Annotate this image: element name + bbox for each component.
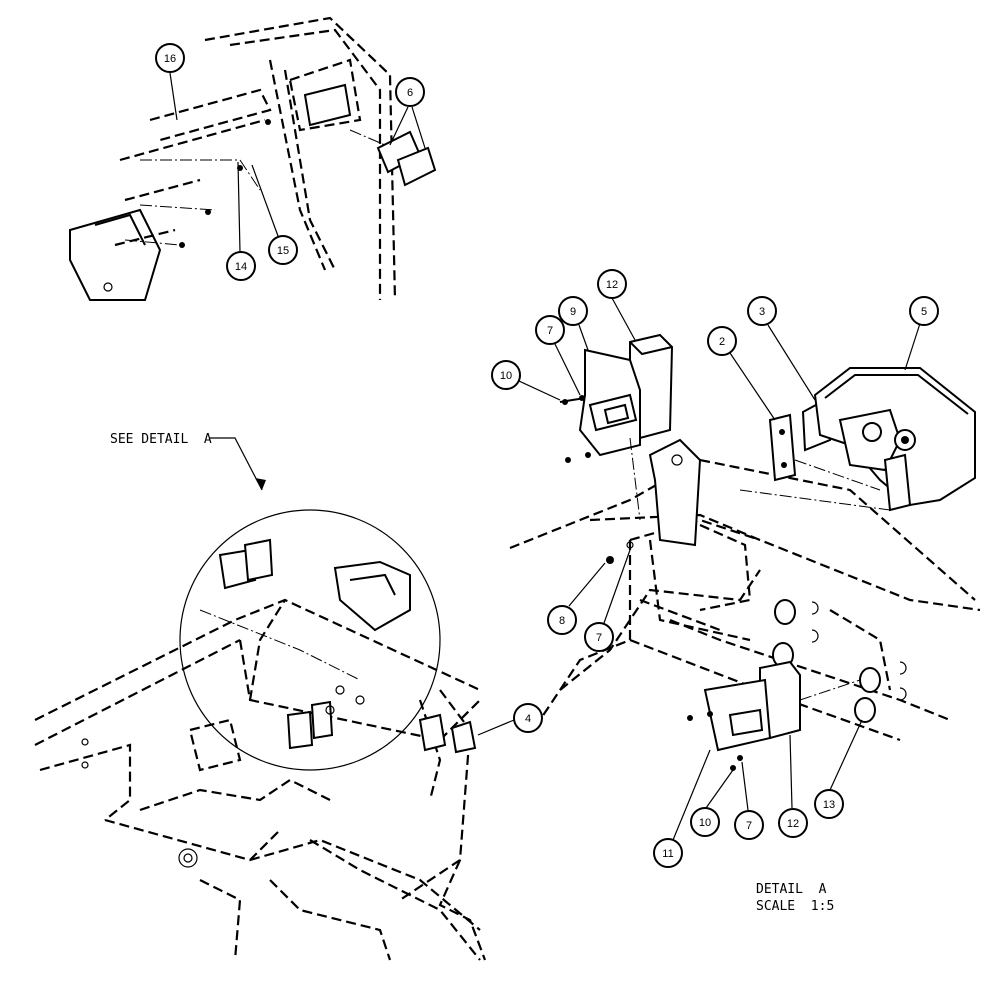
callout-16: 16 — [155, 43, 185, 73]
callout-3: 3 — [747, 296, 777, 326]
callout-2: 2 — [707, 326, 737, 356]
svg-text:12: 12 — [787, 818, 799, 830]
callout-13: 13 — [814, 789, 844, 819]
bottom-left-view — [34, 437, 487, 961]
svg-text:10: 10 — [500, 370, 512, 382]
svg-text:7: 7 — [596, 632, 602, 644]
callout-10-bottom: 10 — [690, 807, 720, 837]
svg-text:7: 7 — [547, 325, 553, 337]
callout-5: 5 — [909, 296, 939, 326]
callout-9: 9 — [558, 296, 588, 326]
callout-7-top: 7 — [535, 315, 565, 345]
callout-12-top: 12 — [597, 269, 627, 299]
part-6-lens — [376, 130, 437, 187]
callout-7-mid: 7 — [584, 622, 614, 652]
svg-text:15: 15 — [277, 245, 289, 257]
top-left-view — [69, 16, 437, 301]
callout-11: 11 — [653, 838, 683, 868]
detail-scale: SCALE 1:5 — [756, 899, 834, 914]
detail-a-view — [509, 333, 981, 771]
svg-text:5: 5 — [921, 306, 927, 318]
svg-text:10: 10 — [699, 817, 711, 829]
see-detail-label: SEE DETAIL A — [110, 432, 212, 447]
detail-a-circle — [179, 509, 441, 771]
svg-text:4: 4 — [525, 713, 531, 725]
svg-text:3: 3 — [759, 306, 765, 318]
part-5-lamp — [813, 367, 976, 512]
svg-text:8: 8 — [559, 615, 565, 627]
part-9-bracket — [578, 348, 641, 457]
svg-text:9: 9 — [570, 306, 576, 318]
svg-text:6: 6 — [407, 87, 413, 99]
svg-text:2: 2 — [719, 336, 725, 348]
svg-text:11: 11 — [662, 848, 673, 860]
callout-15: 15 — [268, 235, 298, 265]
callout-6: 6 — [395, 77, 425, 107]
callout-10-top: 10 — [491, 360, 521, 390]
svg-text:7: 7 — [746, 820, 752, 832]
svg-text:16: 16 — [164, 53, 176, 65]
callout-4: 4 — [513, 703, 543, 733]
callout-7-bottom: 7 — [734, 810, 764, 840]
callout-8: 8 — [547, 605, 577, 635]
callout-14: 14 — [226, 251, 256, 281]
part-13-plugs — [772, 599, 907, 723]
detail-title: DETAIL A — [756, 882, 827, 897]
svg-text:13: 13 — [823, 799, 835, 811]
svg-text:14: 14 — [235, 261, 247, 273]
part-2-plate — [768, 413, 797, 482]
callouts: 16 6 14 15 12 9 7 10 3 2 5 8 7 4 11 10 7… — [155, 43, 939, 868]
svg-text:12: 12 — [606, 279, 618, 291]
callout-12-bottom: 12 — [778, 808, 808, 838]
